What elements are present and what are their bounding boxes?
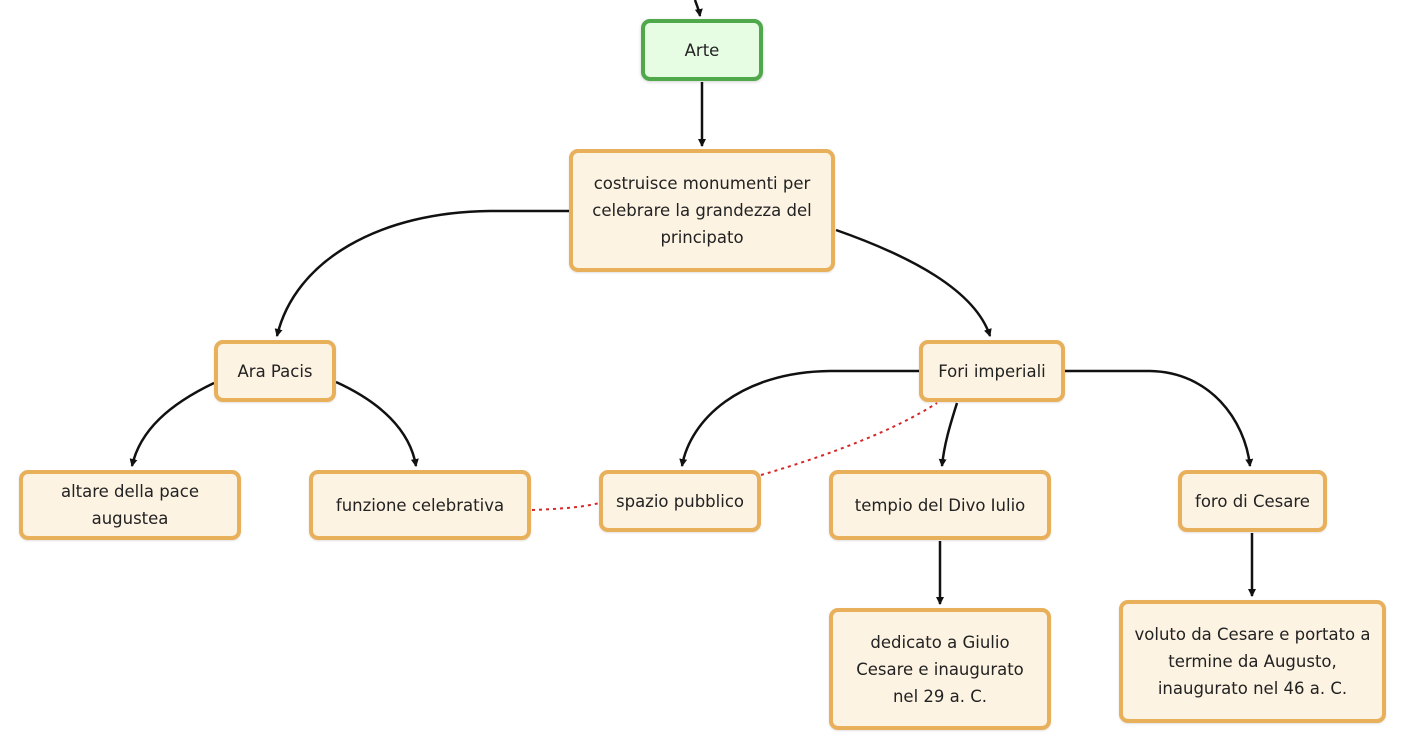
connector-arrow [1065, 369, 1254, 467]
connector-arrow [274, 209, 569, 337]
node-label: foro di Cesare [1195, 491, 1310, 511]
concept-node-fori-imperiali[interactable]: Fori imperiali [919, 340, 1065, 402]
concept-node-costruisce[interactable]: costruisce monumenti per celebrare la gr… [569, 149, 835, 272]
node-label: dedicato a Giulio Cesare e inaugurato ne… [856, 632, 1024, 706]
concept-node-foro-cesare[interactable]: foro di Cesare [1178, 470, 1327, 532]
connector-arrow [938, 402, 959, 467]
node-label: tempio del Divo Iulio [854, 495, 1026, 515]
concept-node-arte[interactable]: Arte [641, 19, 763, 81]
concept-node-tempio[interactable]: tempio del Divo Iulio [829, 470, 1051, 540]
concept-node-ara-pacis[interactable]: Ara Pacis [214, 340, 336, 402]
dotted-cross-link [531, 502, 600, 511]
node-label: costruisce monumenti per celebrare la gr… [592, 174, 812, 247]
connector-arrow [129, 381, 215, 467]
connector-arrow [835, 228, 992, 337]
dotted-cross-link [760, 402, 938, 476]
connector-arrow [693, 0, 703, 17]
node-label: Ara Pacis [237, 361, 313, 381]
connector-arrow [679, 369, 919, 467]
node-label: voluto da Cesare e portato a termine da … [1134, 625, 1371, 698]
concept-node-funzione[interactable]: funzione celebrativa [309, 470, 531, 540]
node-label: spazio pubblico [616, 491, 744, 511]
node-label: Fori imperiali [938, 361, 1046, 381]
node-label: Arte [684, 40, 720, 60]
node-label: altare della pace augustea [60, 482, 200, 528]
connector-arrow [335, 380, 419, 467]
node-label: funzione celebrativa [335, 495, 505, 515]
concept-node-altare[interactable]: altare della pace augustea [19, 470, 241, 540]
concept-node-voluto[interactable]: voluto da Cesare e portato a termine da … [1119, 600, 1386, 723]
concept-node-spazio[interactable]: spazio pubblico [599, 470, 761, 532]
concept-node-dedicato[interactable]: dedicato a Giulio Cesare e inaugurato ne… [829, 608, 1051, 730]
